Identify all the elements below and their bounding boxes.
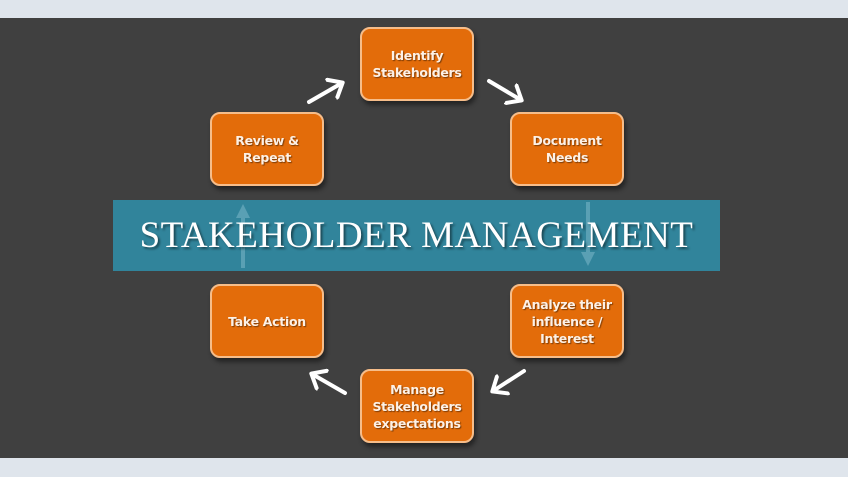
step-analyze-influence: Analyze their influence / Interest bbox=[510, 284, 624, 358]
step-document-needs: Document Needs bbox=[510, 112, 624, 186]
arrow-manage-to-action-icon bbox=[312, 374, 347, 395]
step-identify-stakeholders: Identify Stakeholders bbox=[360, 27, 474, 101]
step-review-repeat: Review & Repeat bbox=[210, 112, 324, 186]
title-banner: STAKEHOLDER MANAGEMENT bbox=[113, 200, 720, 271]
arrow-identify-to-document-icon bbox=[487, 79, 521, 100]
arrow-analyze-to-manage-icon bbox=[493, 369, 526, 391]
arrow-review-to-identify-icon bbox=[307, 83, 342, 104]
step-take-action: Take Action bbox=[210, 284, 324, 358]
ghost-down-arrow-icon bbox=[581, 202, 595, 266]
diagram-title: STAKEHOLDER MANAGEMENT bbox=[139, 215, 694, 256]
step-manage-expectations: Manage Stakeholders expectations bbox=[360, 369, 474, 443]
ghost-up-arrow-icon bbox=[236, 204, 250, 268]
